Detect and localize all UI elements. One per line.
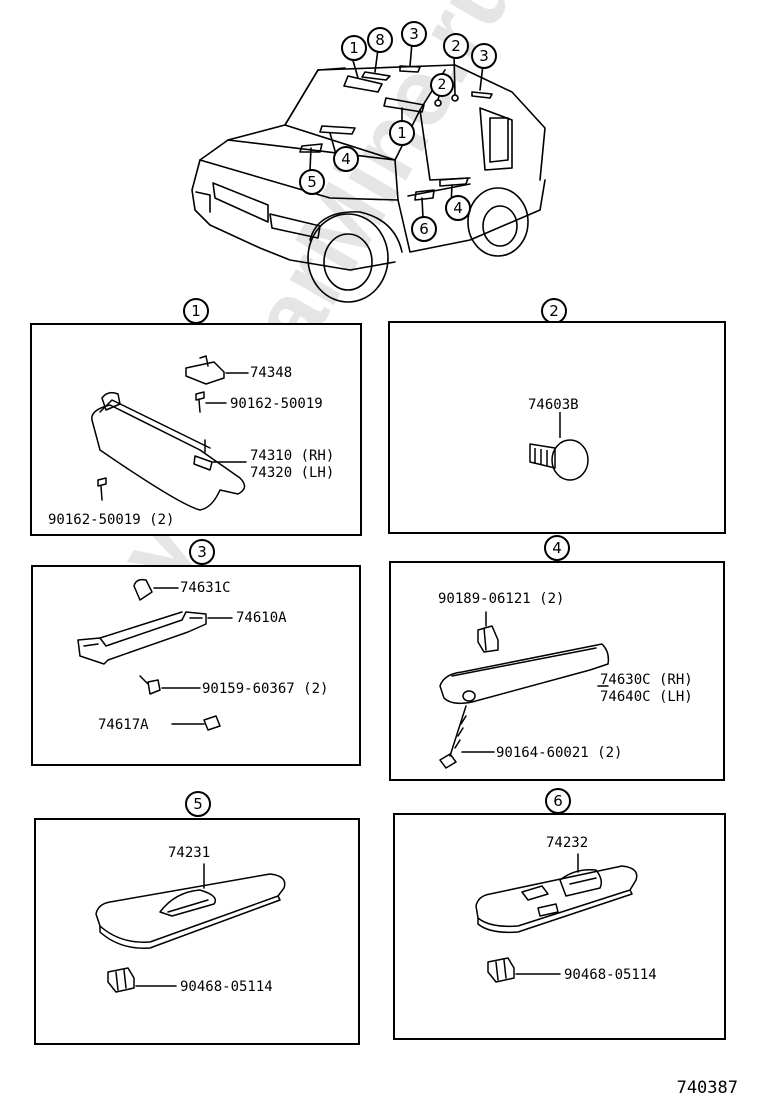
part-90164-60021: 90164-60021 (2) (496, 745, 623, 761)
callout-1: 1 (341, 35, 367, 61)
section-6-panel (393, 813, 726, 1040)
part-74310-rh: 74310 (RH) (250, 448, 335, 464)
part-90162-50019-x2: 90162-50019 (2) (48, 512, 175, 528)
diagram-code: 740387 (676, 1078, 738, 1098)
part-74320-lh: 74320 (LH) (250, 465, 335, 481)
section-1-number: 1 (183, 298, 209, 324)
part-74631c: 74631C (180, 580, 231, 596)
part-90162-50019: 90162-50019 (230, 396, 323, 412)
callout-3: 3 (401, 21, 427, 47)
section-3-panel (31, 565, 361, 766)
callout-6: 6 (411, 216, 437, 242)
part-74603b: 74603B (528, 397, 579, 413)
callout-8: 8 (367, 27, 393, 53)
section-4-number: 4 (544, 535, 570, 561)
section-1-panel (30, 323, 362, 536)
callout-3: 3 (471, 43, 497, 69)
part-74232: 74232 (546, 835, 589, 851)
callout-1: 1 (389, 120, 415, 146)
callout-2: 2 (443, 33, 469, 59)
part-74640c-lh: 74640C (LH) (600, 689, 693, 705)
part-74610a: 74610A (236, 610, 287, 626)
part-74617a: 74617A (98, 717, 149, 733)
callout-2: 2 (430, 73, 454, 97)
section-4-panel (389, 561, 725, 781)
part-74630c-rh: 74630C (RH) (600, 672, 693, 688)
callout-4: 4 (445, 195, 471, 221)
callout-4: 4 (333, 146, 359, 172)
part-74231: 74231 (168, 845, 211, 861)
part-90468-05114: 90468-05114 (180, 979, 273, 995)
callout-5: 5 (299, 169, 325, 195)
part-90189-06121: 90189-06121 (2) (438, 591, 565, 607)
part-74348: 74348 (250, 365, 293, 381)
section-5-panel (34, 818, 360, 1045)
section-2-panel (388, 321, 726, 534)
section-3-number: 3 (189, 539, 215, 565)
part-90159-60367: 90159-60367 (2) (202, 681, 329, 697)
section-5-number: 5 (185, 791, 211, 817)
part-90468-05114: 90468-05114 (564, 967, 657, 983)
car-illustration (0, 0, 760, 310)
